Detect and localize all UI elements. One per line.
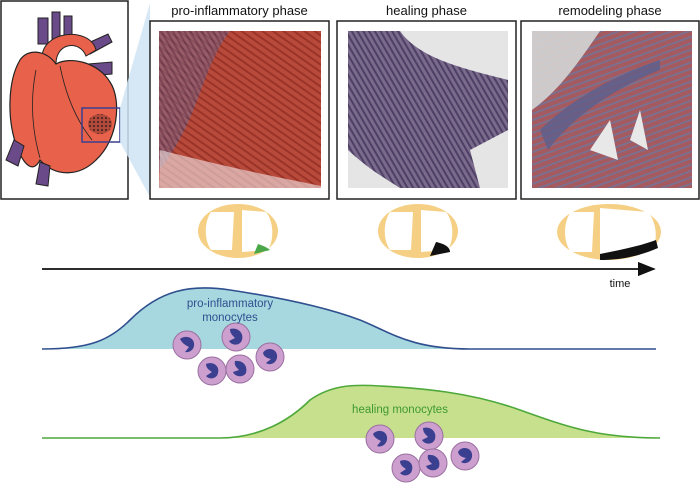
tissue-panel-remodeling (520, 20, 700, 200)
monocyte (418, 448, 448, 478)
healing-monocytes (365, 421, 480, 483)
ventricle-remodeling (557, 204, 661, 260)
time-axis-label: time (609, 278, 631, 290)
phase-title-remodeling: remodeling phase (558, 3, 662, 18)
monocyte (197, 356, 227, 386)
zoom-wedge (120, 3, 150, 197)
monocyte (255, 342, 285, 372)
tissue-panel-proinflammatory (149, 20, 330, 200)
heart-panel (0, 0, 150, 200)
monocyte (225, 354, 255, 384)
monocyte (172, 330, 202, 360)
proinflammatory-curve (41, 287, 656, 350)
tissue-panel-healing (336, 20, 517, 200)
infarct-area (88, 114, 112, 134)
heart-illustration (5, 11, 121, 187)
monocyte (414, 421, 444, 451)
healing-curve (42, 384, 661, 439)
proinflammatory-label-line1: pro-inflammatory (186, 298, 274, 310)
ventricle-proinflammatory (198, 204, 278, 258)
ventricle-healing (378, 204, 458, 258)
proinflammatory-curve-label: pro-inflammatory monocytes (160, 297, 300, 325)
proinflammatory-monocytes (172, 322, 285, 386)
phase-title-healing: healing phase (386, 3, 467, 18)
phase-title-proinflammatory: pro-inflammatory phase (171, 3, 308, 18)
monocyte (391, 453, 421, 483)
healing-curve-label: healing monocytes (352, 404, 448, 416)
monocyte (221, 322, 251, 352)
monocyte (365, 424, 395, 454)
proinflammatory-label-line2: monocytes (202, 312, 258, 324)
monocyte (450, 441, 480, 471)
